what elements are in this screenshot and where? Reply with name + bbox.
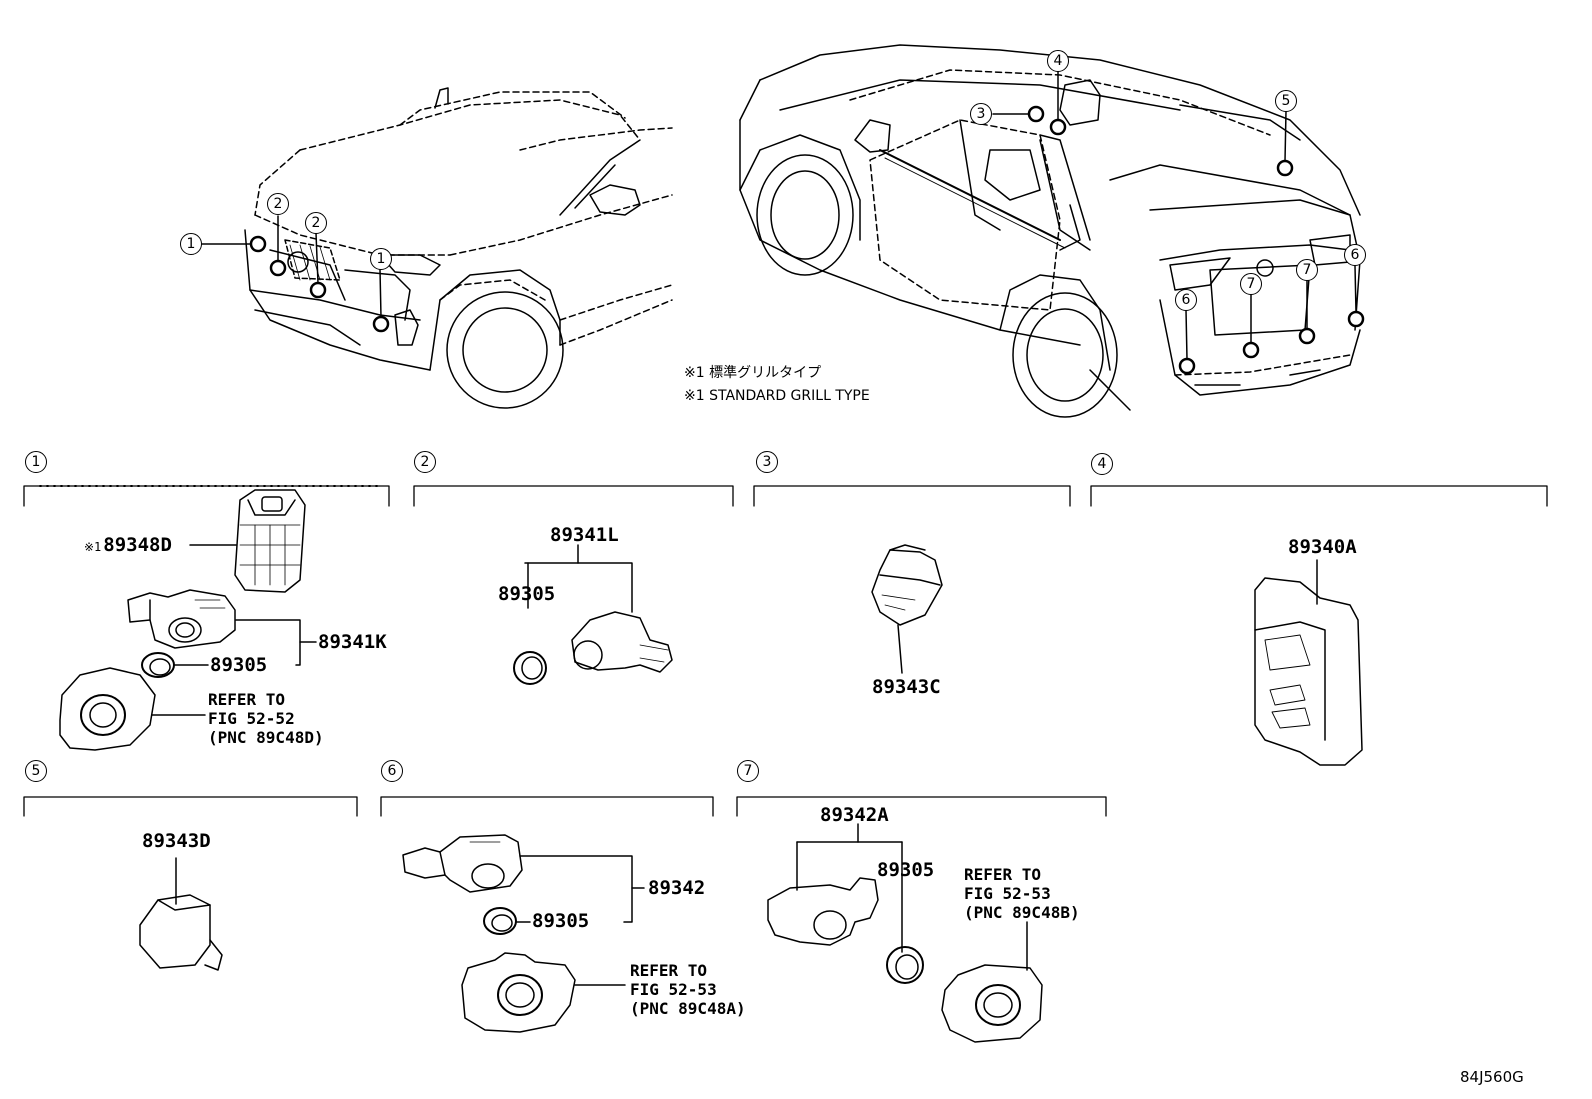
rear-vehicle-illustration [739,44,1365,418]
section-number-4: 4 [1091,453,1113,475]
refer-note-s6: REFER TO FIG 52-53 (PNC 89C48A) [630,961,746,1018]
part-label-89305-s2: 89305 [498,583,556,605]
callout-1b: 1 [370,248,392,270]
section-number-1: 1 [25,451,47,473]
callout-7b: 7 [1296,259,1318,281]
section-number-6: 6 [381,760,403,782]
part-label-89342: 89342 [648,877,706,899]
callout-2b: 2 [305,212,327,234]
part-label-89342A: 89342A [820,804,889,826]
section-7-parts [767,823,1043,1043]
callout-1a: 1 [180,233,202,255]
figure-code: 84J560G [1460,1068,1524,1086]
callout-6b: 6 [1344,244,1366,266]
section-6-parts [402,834,645,1033]
section-number-5: 5 [25,760,47,782]
refer-note-s1: REFER TO FIG 52-52 (PNC 89C48D) [208,690,324,747]
section-4-parts [1254,559,1363,766]
section-1-parts [59,489,317,751]
note-japanese: ※1 標準グリルタイプ [684,365,822,381]
part-label-89305-s6: 89305 [532,910,590,932]
front-vehicle-illustration [201,87,673,409]
callout-3: 3 [970,103,992,125]
callout-6a: 6 [1175,289,1197,311]
section-5-parts [139,857,223,971]
part-label-89305-s1: 89305 [210,654,268,676]
callout-2a: 2 [267,193,289,215]
part-label-89341K: 89341K [318,631,387,653]
section-number-7: 7 [737,760,759,782]
section-number-3: 3 [756,451,778,473]
section-brackets [23,485,1548,817]
note-mark: ※1 [84,540,102,554]
note-english: ※1 STANDARD GRILL TYPE [684,388,870,404]
callout-7a: 7 [1240,273,1262,295]
part-label-89305-s7: 89305 [877,859,935,881]
callout-5: 5 [1275,90,1297,112]
part-label-89341L: 89341L [550,524,619,546]
section-number-2: 2 [414,451,436,473]
part-label-89343C: 89343C [872,676,941,698]
callout-4: 4 [1047,50,1069,72]
refer-note-s7: REFER TO FIG 52-53 (PNC 89C48B) [964,865,1080,922]
section-3-parts [871,544,943,674]
part-label-89340A: 89340A [1288,536,1357,558]
section-2-parts [513,544,673,685]
part-label-89343D: 89343D [142,830,211,852]
